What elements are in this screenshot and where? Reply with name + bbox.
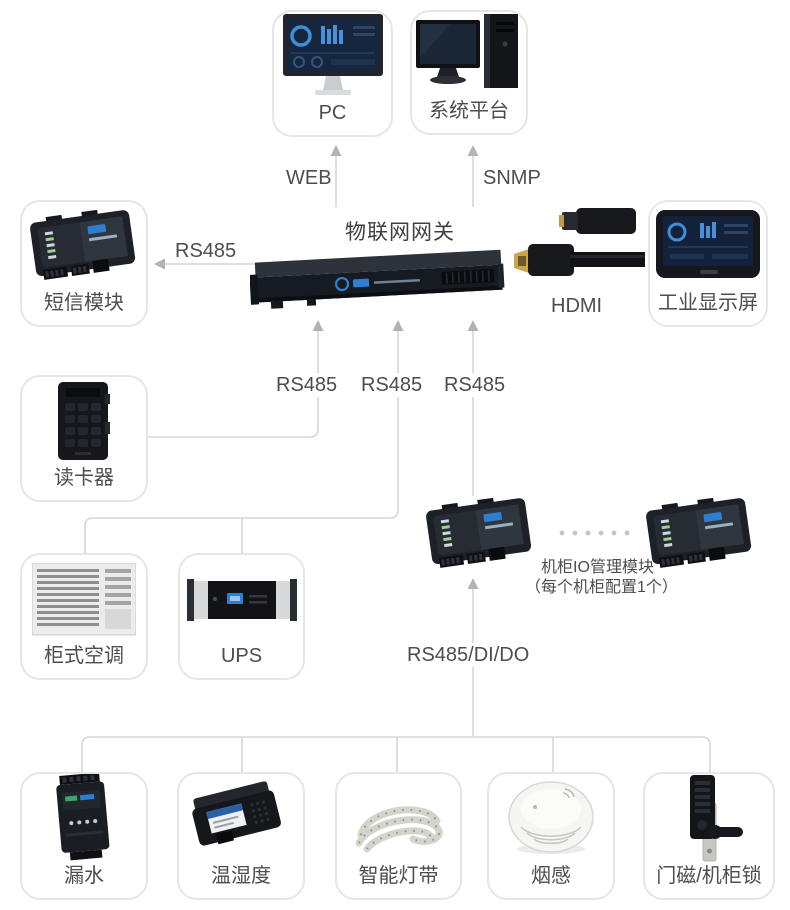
io-module-image-2	[644, 492, 756, 583]
hdmi-label: HDMI	[551, 295, 603, 317]
air-conditioner-image	[22, 555, 146, 644]
web-label: WEB	[286, 167, 332, 189]
card-reader-image	[22, 377, 146, 466]
rs485-label-3: RS485	[441, 373, 509, 397]
rs485-label-2: RS485	[358, 373, 426, 397]
node-label-light-strip: 智能灯带	[358, 865, 439, 887]
rs485-dido-label: RS485/DI/DO	[404, 643, 533, 667]
node-label-platform: 系统平台	[429, 100, 509, 122]
node-temp-humidity: 温湿度	[177, 772, 305, 900]
node-water-leak: 漏水	[20, 772, 148, 900]
industrial-display-image	[650, 202, 766, 291]
node-label-smoke: 烟感	[531, 865, 571, 887]
gateway-title: 物联网网关	[345, 221, 455, 244]
node-industrial-display: 工业显示屏	[648, 200, 768, 327]
node-label-ups: UPS	[220, 645, 263, 667]
platform-computer-image	[412, 12, 526, 99]
node-cabinet-ac: 柜式空调	[20, 553, 148, 680]
smoke-detector-image	[489, 774, 613, 864]
node-pc: PC	[272, 10, 393, 137]
rs485-sms-label: RS485	[175, 240, 237, 262]
node-label-display: 工业显示屏	[658, 292, 758, 314]
io-module-image-1	[424, 492, 536, 583]
node-card-reader: 读卡器	[20, 375, 148, 502]
ellipsis-dots	[559, 530, 630, 536]
io-module-caption-line1: 机柜IO管理模块	[541, 559, 654, 576]
water-leak-sensor-image	[22, 774, 146, 864]
sms-module-image	[22, 202, 146, 291]
node-smoke-sensor: 烟感	[487, 772, 615, 900]
node-label-ac: 柜式空调	[44, 645, 124, 667]
door-lock-image	[645, 774, 773, 864]
snmp-label: SNMP	[483, 167, 541, 189]
io-module-caption-line2: （每个机柜配置1个）	[525, 579, 678, 596]
temp-humidity-sensor-image	[179, 774, 303, 864]
hdmi-cable-image	[512, 198, 645, 295]
node-platform: 系统平台	[410, 10, 528, 135]
ups-device-image	[180, 555, 303, 644]
io-module-caption: 机柜IO管理模块 （每个机柜配置1个）	[525, 558, 678, 598]
gateway-device-image	[249, 240, 512, 329]
node-sms-module: 短信模块	[20, 200, 148, 327]
node-door-lock: 门磁/机柜锁	[643, 772, 775, 900]
node-label-water-leak: 漏水	[64, 865, 104, 887]
arrow-heads	[154, 145, 479, 589]
node-label-pc: PC	[318, 102, 347, 124]
node-light-strip: 智能灯带	[335, 772, 462, 900]
node-label-sms: 短信模块	[44, 292, 124, 314]
node-label-temp-humidity: 温湿度	[211, 865, 271, 887]
pc-monitor-image	[274, 12, 391, 101]
rs485-label-1: RS485	[273, 373, 341, 397]
node-label-door-lock: 门磁/机柜锁	[656, 865, 762, 887]
node-label-card-reader: 读卡器	[54, 467, 114, 489]
node-ups: UPS	[178, 553, 305, 680]
light-strip-image	[337, 774, 460, 864]
